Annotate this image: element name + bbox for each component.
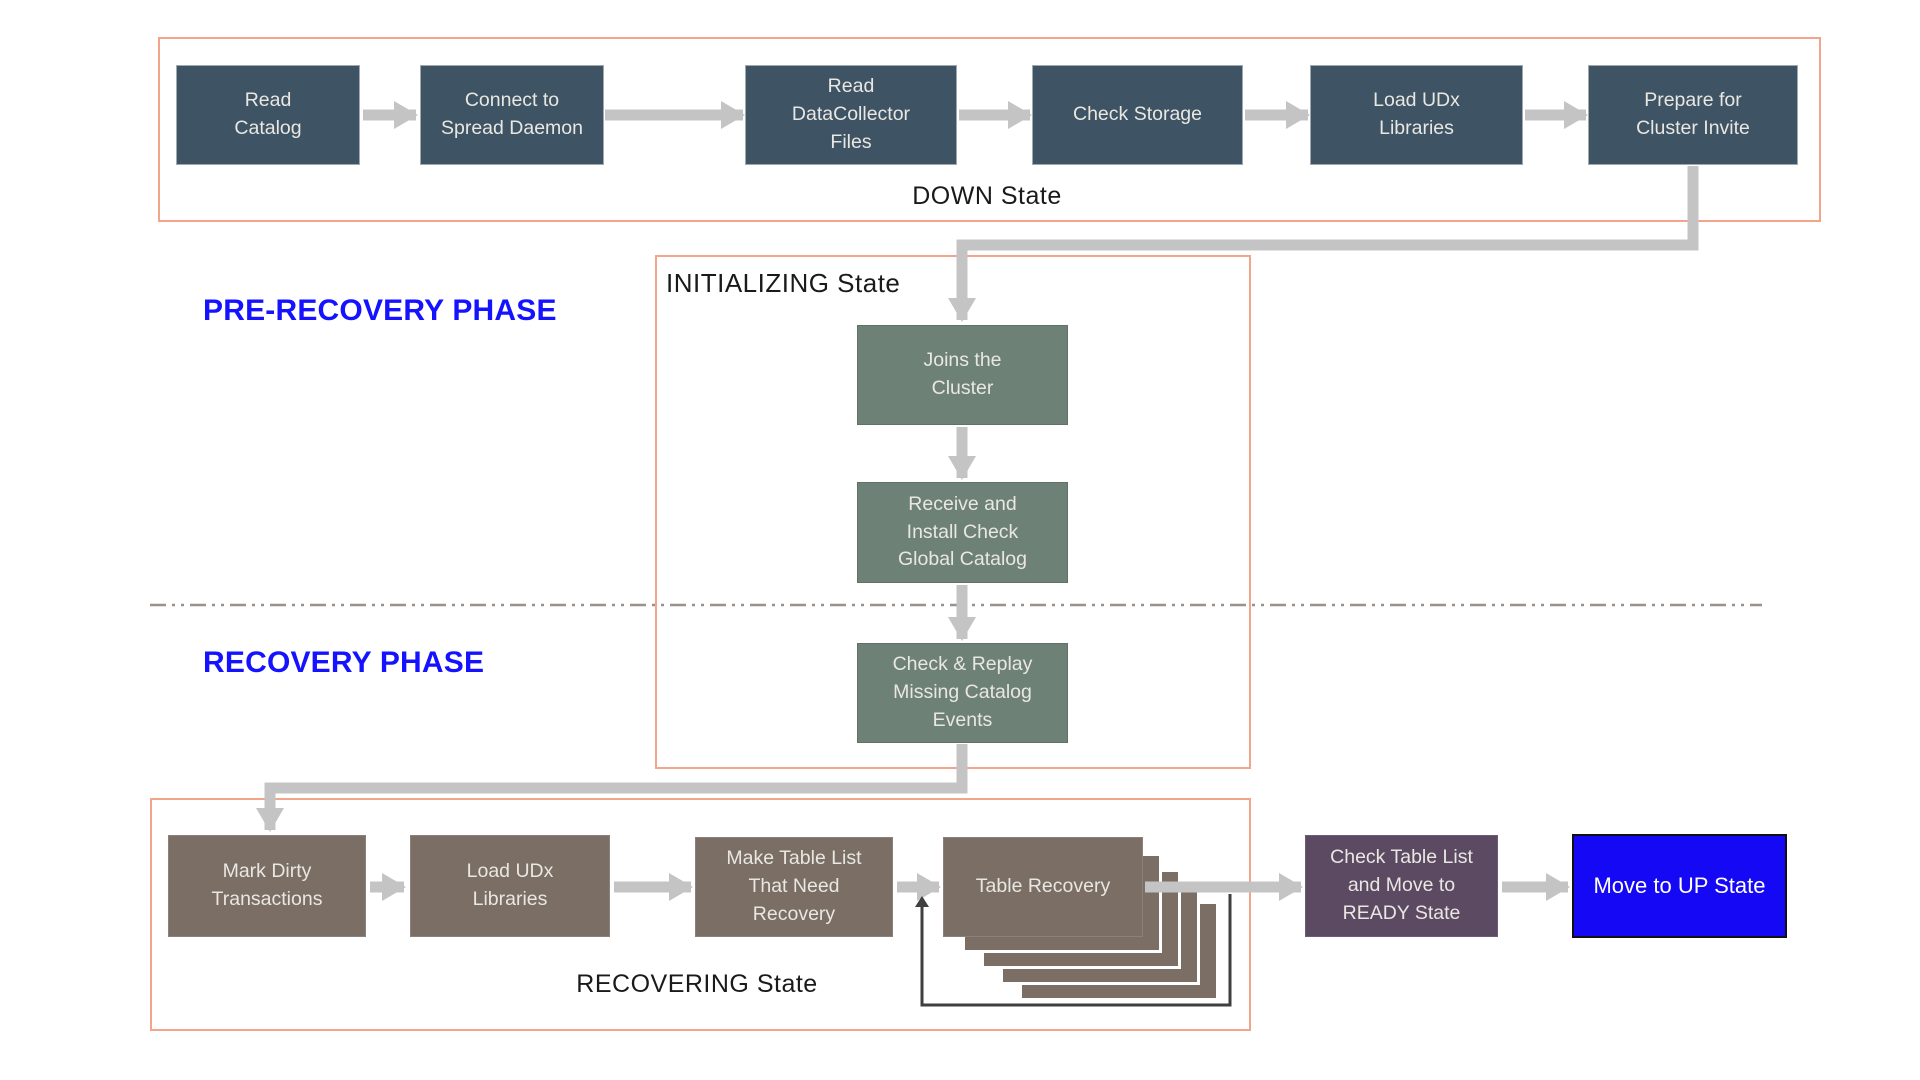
node-joins-cluster: Joins the Cluster (857, 325, 1068, 425)
recovering-state-label: RECOVERING State (576, 970, 818, 998)
node-connect-spread-daemon: Connect to Spread Daemon (420, 65, 604, 165)
phase-label-pre-recovery: PRE-RECOVERY PHASE (203, 294, 557, 327)
down-state-label: DOWN State (912, 182, 1062, 210)
node-read-catalog: Read Catalog (176, 65, 360, 165)
node-check-table-list-ready: Check Table List and Move to READY State (1305, 835, 1498, 937)
node-prepare-cluster-invite: Prepare for Cluster Invite (1588, 65, 1798, 165)
node-load-udx-libraries-recover: Load UDx Libraries (410, 835, 610, 937)
node-move-to-up-state: Move to UP State (1572, 834, 1787, 938)
node-table-recovery: Table Recovery (943, 837, 1143, 937)
initializing-state-label: INITIALIZING State (666, 268, 901, 298)
node-check-storage: Check Storage (1032, 65, 1243, 165)
node-receive-install-global-catalog: Receive and Install Check Global Catalog (857, 482, 1068, 583)
phase-label-recovery: RECOVERY PHASE (203, 646, 485, 679)
node-make-table-list: Make Table List That Need Recovery (695, 837, 893, 937)
node-read-datacollector-files: Read DataCollector Files (745, 65, 957, 165)
node-mark-dirty-transactions: Mark Dirty Transactions (168, 835, 366, 937)
node-load-udx-libraries-down: Load UDx Libraries (1310, 65, 1523, 165)
node-check-replay-missing-catalog: Check & Replay Missing Catalog Events (857, 643, 1068, 743)
